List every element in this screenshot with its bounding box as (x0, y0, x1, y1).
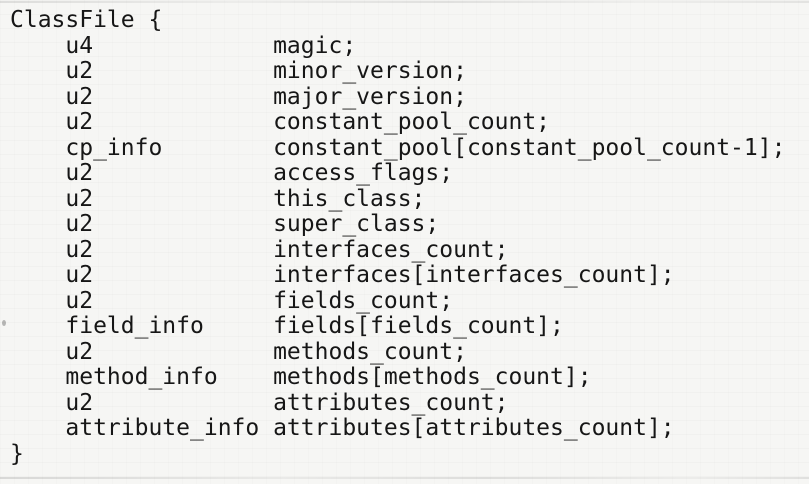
closing-brace: } (10, 440, 24, 467)
member-name: interfaces[interfaces_count]; (273, 262, 675, 288)
struct-member-row: u2 fields_count; (10, 287, 785, 315)
classfile-structure-listing: ClassFile {u4 magic; u2 minor_version; u2 maj… (10, 7, 786, 468)
member-name: constant_pool_count; (273, 109, 551, 135)
member-type: u4 (65, 32, 94, 59)
struct-member-row: u2 methods_count; (10, 338, 785, 366)
member-name: methods[methods_count]; (273, 364, 592, 390)
member-name: super_class; (273, 211, 440, 237)
scan-artifact-bottom-rule (0, 477, 809, 479)
member-name: magic; (273, 32, 357, 59)
member-name: minor_version; (273, 58, 467, 84)
member-type: u2 (65, 287, 94, 314)
struct-declaration: ClassFile { (10, 7, 163, 33)
member-name: attributes_count; (273, 389, 509, 416)
member-type: attribute_info (65, 415, 260, 441)
struct-member-row: u2 constant_pool_count; (10, 109, 785, 136)
struct-declaration-line: ClassFile { (10, 7, 785, 34)
member-type: u2 (65, 236, 94, 263)
struct-member-row: cp_info constant_pool[constant_pool_count… (10, 134, 786, 162)
struct-member-row: u2 interfaces[interfaces_count]; (10, 262, 785, 289)
member-type: field_info (65, 313, 204, 339)
member-type: u2 (65, 83, 94, 110)
struct-member-row: u2 minor_version; (10, 58, 785, 85)
scan-artifact-top-rule (0, 1, 809, 3)
struct-member-row: method_info methods[methods_count]; (10, 364, 785, 391)
struct-member-row: u4 magic; (10, 32, 785, 60)
member-name: this_class; (273, 185, 426, 212)
struct-member-row: u2 this_class; (10, 185, 785, 213)
member-type: method_info (65, 364, 218, 390)
member-type: u2 (65, 262, 94, 288)
member-name: methods_count; (273, 338, 467, 365)
struct-member-row: field_info fields[fields_count]; (10, 313, 785, 340)
member-type: u2 (65, 109, 94, 135)
member-name: access_flags; (273, 160, 454, 186)
member-type: u2 (65, 160, 94, 186)
member-name: attributes[attributes_count]; (273, 415, 675, 441)
struct-member-row: attribute_info attributes[attributes_coun… (10, 415, 785, 442)
struct-member-row: u2 major_version; (10, 83, 785, 111)
member-name: fields[fields_count]; (273, 313, 564, 339)
member-type: u2 (65, 389, 94, 416)
member-type: u2 (65, 338, 94, 365)
member-name: interfaces_count; (273, 236, 509, 263)
member-name: fields_count; (273, 287, 454, 314)
struct-member-rows: u4 magic; u2 minor_version; u2 major_version;… (10, 32, 786, 442)
member-type: u2 (65, 211, 94, 237)
member-name: constant_pool[constant_pool_count-1]; (273, 134, 786, 161)
member-name: major_version; (273, 83, 467, 110)
struct-member-row: u2 access_flags; (10, 160, 785, 187)
member-type: u2 (65, 185, 94, 212)
struct-member-row: u2 attributes_count; (10, 389, 785, 417)
member-type: u2 (65, 58, 94, 84)
struct-member-row: u2 interfaces_count; (10, 236, 785, 264)
scan-artifact-speck (2, 320, 6, 326)
struct-closing-line: } (10, 440, 785, 468)
struct-member-row: u2 super_class; (10, 211, 785, 238)
member-type: cp_info (65, 134, 163, 161)
